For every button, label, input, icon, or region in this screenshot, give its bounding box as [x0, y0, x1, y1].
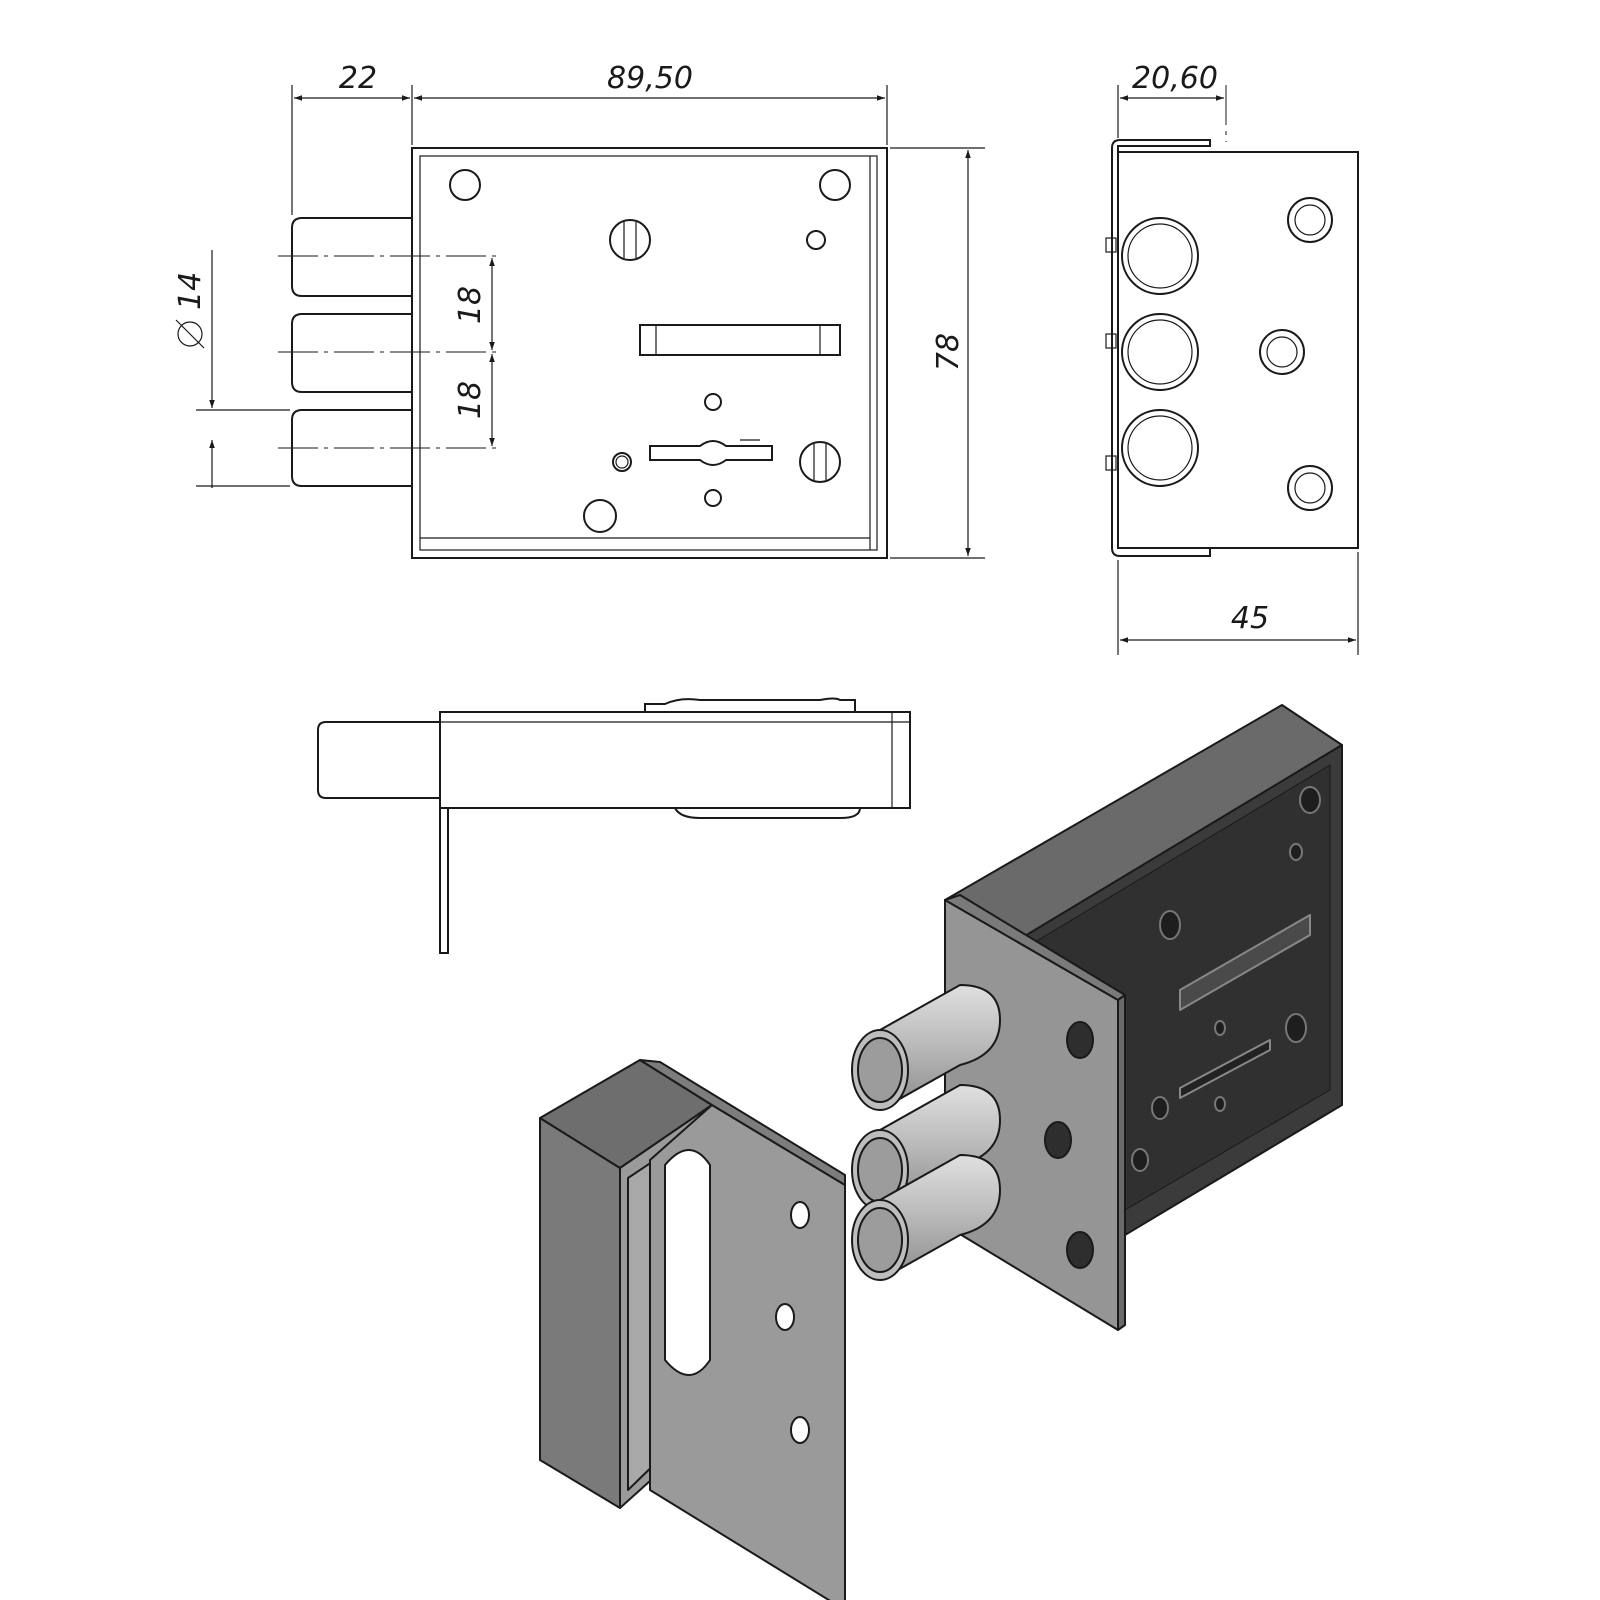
dim-bolt-projection: 22 — [339, 61, 377, 96]
top-faceplate-leg — [439, 807, 449, 954]
iso-bolt-top — [851, 984, 1001, 1111]
top-slot-tab — [644, 697, 856, 712]
side-body-outline — [1117, 151, 1359, 549]
lock-body-outline — [411, 147, 888, 559]
dim-body-height: 78 — [931, 333, 966, 371]
bolt-middle — [291, 313, 413, 393]
bolt-bottom — [291, 409, 413, 487]
side-hole — [1259, 329, 1305, 375]
dim-body-width: 89,50 — [607, 61, 693, 96]
keyhole — [649, 439, 773, 466]
side-view: 20,60 45 — [1105, 61, 1359, 655]
iso-bolt-bottom — [851, 1154, 1001, 1281]
top-bolt — [317, 721, 441, 799]
side-hole — [1287, 197, 1333, 243]
bolt-end-top — [1105, 217, 1199, 295]
top-view — [317, 697, 911, 954]
pin-hole — [704, 393, 722, 411]
front-view: 22 89,50 78 18 18 14 — [173, 61, 985, 559]
pin-hole — [704, 489, 722, 507]
lock-body-iso — [851, 704, 1343, 1331]
mount-hole — [449, 169, 481, 201]
dim-faceplate-offset: 20,60 — [1132, 61, 1218, 96]
bolt-end-middle — [1105, 313, 1199, 391]
strike-plate-iso — [539, 1059, 846, 1600]
lock-body-inner — [419, 155, 878, 551]
bolt-end-bottom — [1105, 409, 1199, 487]
pin-hole — [612, 452, 632, 472]
dim-bolt-spacing-top: 18 — [453, 286, 488, 324]
top-body — [439, 711, 911, 809]
side-hole — [1287, 465, 1333, 511]
bolt-top — [291, 217, 413, 297]
iso-bolt-middle — [851, 1084, 1001, 1211]
mount-hole — [583, 499, 617, 533]
dim-bolt-spacing-bottom: 18 — [453, 381, 488, 419]
pin-hole — [806, 230, 826, 250]
faceplate-profile — [1111, 139, 1211, 557]
indicator-slot — [639, 324, 841, 356]
dim-diameter-value: 14 — [173, 272, 208, 310]
dim-body-depth: 45 — [1231, 601, 1269, 636]
dim-diameter: 14 — [173, 272, 208, 349]
screw-bottom — [799, 441, 841, 483]
screw-top — [609, 219, 651, 261]
mount-hole — [819, 169, 851, 201]
